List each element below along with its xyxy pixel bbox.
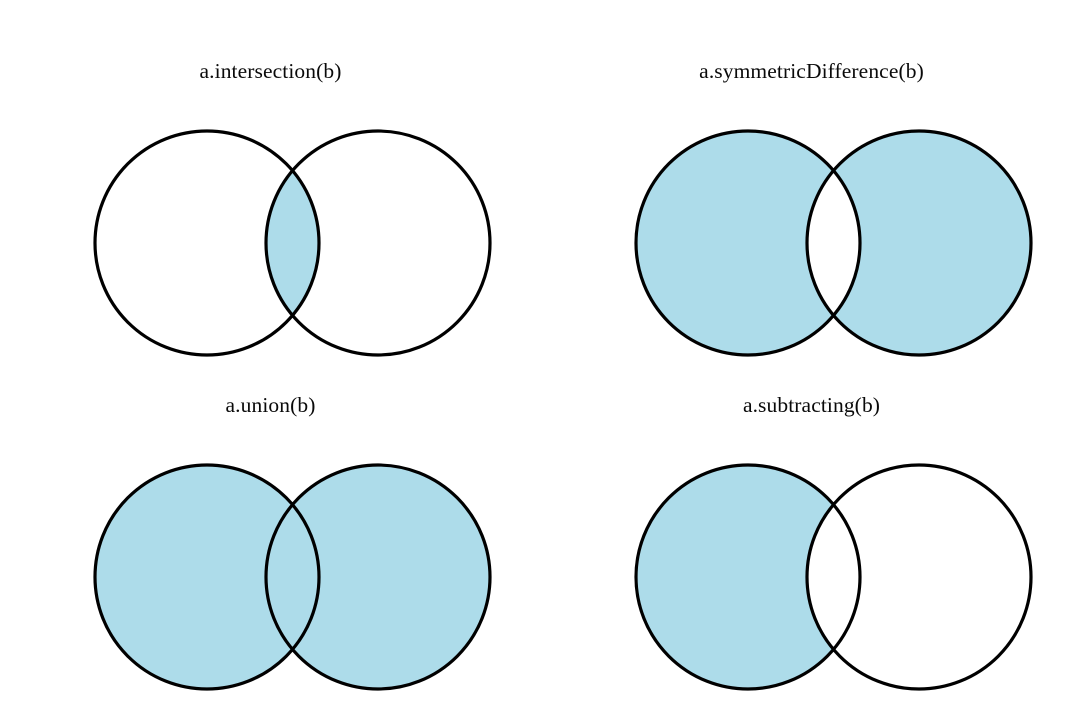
circle-b-outline xyxy=(264,129,492,357)
circle-a-outline xyxy=(93,129,321,357)
panel-subtracting: a.subtracting(b) xyxy=(541,334,1082,693)
venn-subtracting xyxy=(541,334,1082,693)
venn-intersection xyxy=(93,129,492,357)
region-union-a xyxy=(95,465,319,689)
panel-union: a.union(b) xyxy=(0,334,541,693)
circle-b-outline xyxy=(264,463,492,691)
panel-symmetric-difference: a.symmetricDifference(b) xyxy=(541,0,1082,359)
circle-a-outline xyxy=(634,463,862,691)
circle-a-outline xyxy=(93,463,321,691)
region-union-b xyxy=(266,465,490,689)
panel-title-union: a.union(b) xyxy=(225,393,316,417)
venn-symmetric-difference xyxy=(541,0,1082,359)
region-symmetric-difference-fill xyxy=(541,0,1082,359)
panel-title-intersection: a.intersection(b) xyxy=(199,59,342,83)
region-subtracting-fill xyxy=(541,334,1082,693)
circle-b-outline xyxy=(805,463,1033,691)
panel-intersection: a.intersection(b) xyxy=(0,0,541,359)
venn-union xyxy=(93,463,492,691)
